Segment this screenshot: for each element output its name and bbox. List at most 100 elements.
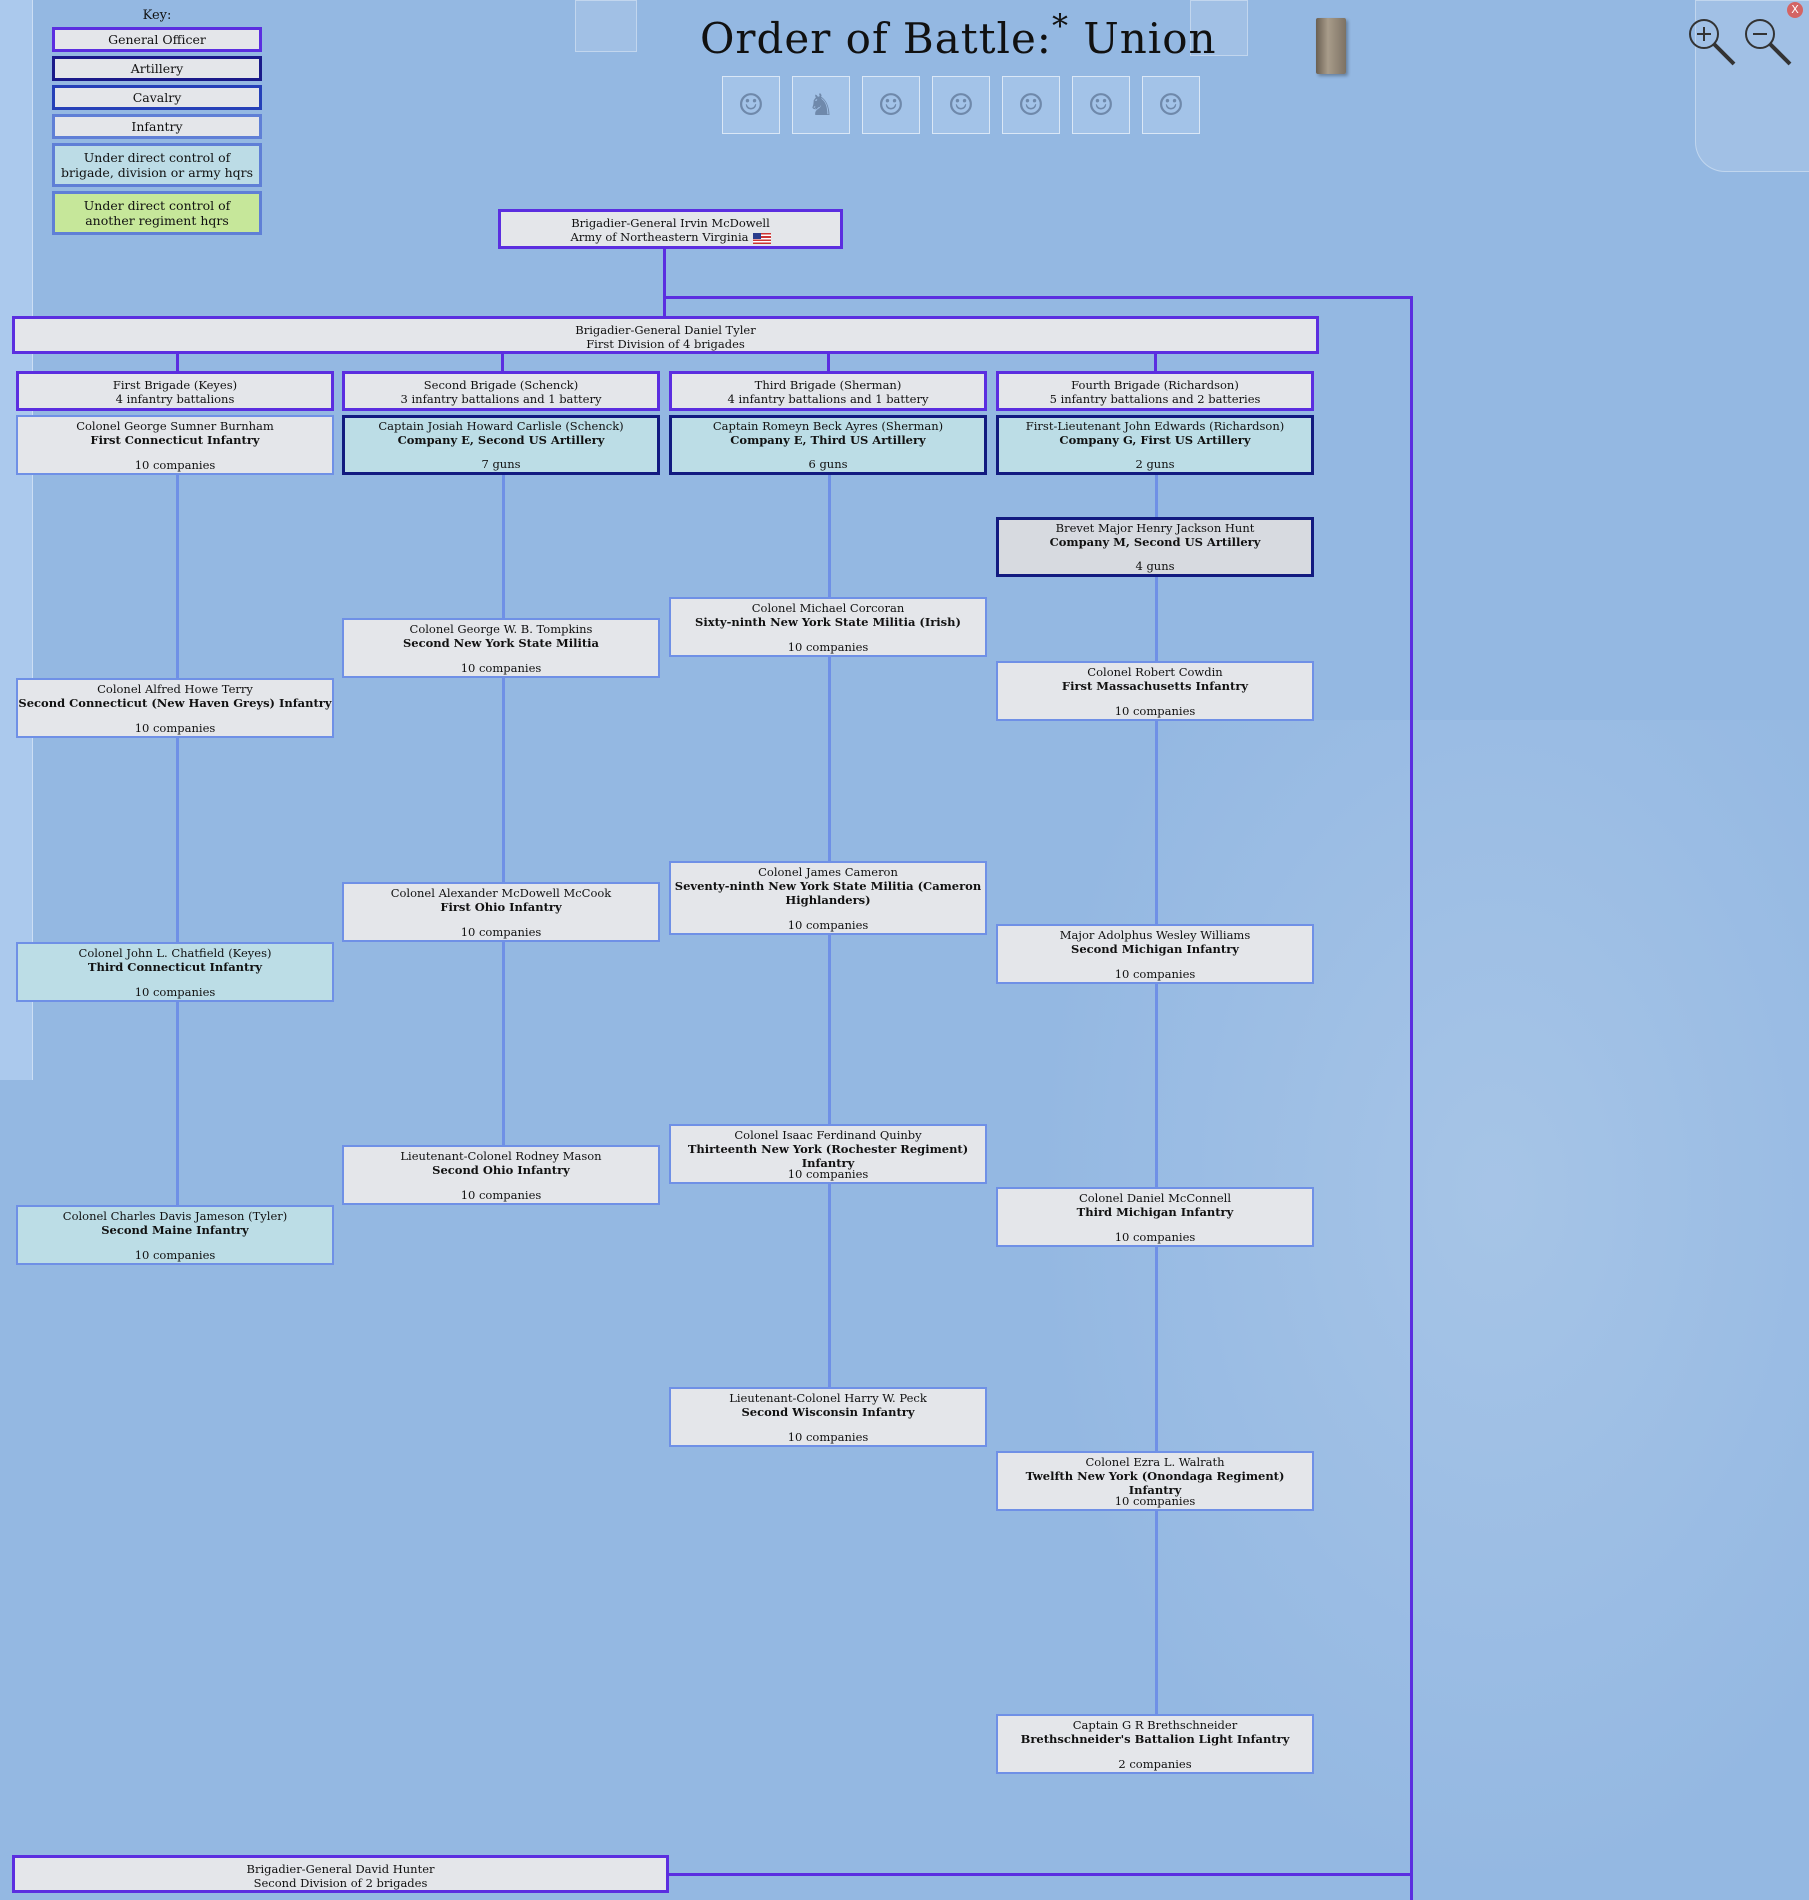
portrait-strip: ☺ ♞ ☺ ☺ ☺ ☺ ☺ — [722, 76, 1200, 134]
unit-size: 2 guns — [1135, 457, 1175, 471]
unit-name: Company M, Second US Artillery — [1049, 535, 1261, 549]
unit-name: Third Michigan Infantry — [1076, 1205, 1234, 1219]
portrait-thumbnail[interactable]: ☺ — [1002, 76, 1060, 134]
regiment-box[interactable]: Lieutenant-Colonel Rodney Mason Second O… — [342, 1145, 660, 1205]
regiment-box[interactable]: Colonel George Sumner Burnham First Conn… — [16, 415, 334, 475]
portrait-thumbnail[interactable]: ♞ — [792, 76, 850, 134]
key-general-officer: General Officer — [52, 27, 262, 52]
connector-line — [663, 247, 666, 317]
officer-name: Colonel Charles Davis Jameson (Tyler) — [62, 1209, 288, 1223]
portrait-thumbnail[interactable]: ☺ — [722, 76, 780, 134]
regiment-box[interactable]: Colonel Alexander McDowell McCook First … — [342, 882, 660, 942]
page-title: Order of Battle:* Union — [700, 7, 1217, 63]
division-commander-box[interactable]: Brigadier-General David Hunter Second Di… — [12, 1855, 669, 1893]
regiment-box[interactable]: Colonel Ezra L. Walrath Twelfth New York… — [996, 1451, 1314, 1511]
division-commander-box[interactable]: Brigadier-General Daniel Tyler First Div… — [12, 316, 1319, 354]
regiment-box[interactable]: Colonel John L. Chatfield (Keyes) Third … — [16, 942, 334, 1002]
regiment-box[interactable]: Colonel James Cameron Seventy-ninth New … — [669, 861, 987, 935]
portrait-thumbnail[interactable]: ☺ — [932, 76, 990, 134]
officer-name: Colonel John L. Chatfield (Keyes) — [78, 946, 272, 960]
close-button[interactable]: X — [1787, 2, 1803, 18]
unit-name: Second Wisconsin Infantry — [741, 1405, 915, 1419]
left-side-panel — [0, 0, 33, 1080]
unit-size: 10 companies — [787, 918, 869, 932]
officer-name: Colonel Daniel McConnell — [1078, 1191, 1232, 1205]
battery-box[interactable]: Captain Romeyn Beck Ayres (Sherman) Comp… — [669, 415, 987, 475]
column-connector-line — [502, 470, 505, 1146]
key-brigade-control: Under direct control of brigade, divisio… — [52, 143, 262, 187]
connector-line — [663, 296, 1413, 299]
regiment-box[interactable]: Lieutenant-Colonel Harry W. Peck Second … — [669, 1387, 987, 1447]
regiment-box[interactable]: Colonel Robert Cowdin First Massachusett… — [996, 661, 1314, 721]
battery-box[interactable]: First-Lieutenant John Edwards (Richardso… — [996, 415, 1314, 475]
key-cavalry: Cavalry — [52, 85, 262, 110]
background-ghost-panel — [1695, 0, 1809, 172]
brigade-strength: 4 infantry battalions and 1 battery — [727, 392, 929, 406]
unit-name: Army of Northeastern Virginia — [501, 230, 840, 244]
brigade-box[interactable]: Third Brigade (Sherman) 4 infantry batta… — [669, 371, 987, 411]
officer-name: Captain Josiah Howard Carlisle (Schenck) — [378, 419, 624, 433]
unit-name: Thirteenth New York (Rochester Regiment)… — [687, 1142, 969, 1170]
regiment-box[interactable]: Colonel Daniel McConnell Third Michigan … — [996, 1187, 1314, 1247]
regiment-box[interactable]: Colonel Michael Corcoran Sixty-ninth New… — [669, 597, 987, 657]
zoom-in-icon[interactable] — [1684, 14, 1738, 68]
regiment-box[interactable]: Colonel Alfred Howe Terry Second Connect… — [16, 678, 334, 738]
connector-line — [501, 352, 504, 372]
battery-box[interactable]: Brevet Major Henry Jackson Hunt Company … — [996, 517, 1314, 577]
background-ghost-icon — [575, 0, 637, 52]
brigade-name: Second Brigade (Schenck) — [423, 378, 579, 392]
officer-name: Colonel Ezra L. Walrath — [1085, 1455, 1225, 1469]
regiment-box[interactable]: Major Adolphus Wesley Williams Second Mi… — [996, 924, 1314, 984]
unit-name: Third Connecticut Infantry — [87, 960, 263, 974]
connector-line — [176, 352, 179, 372]
unit-size: 10 companies — [460, 661, 542, 675]
brigade-name: First Brigade (Keyes) — [112, 378, 238, 392]
officer-name: Colonel George W. B. Tompkins — [409, 622, 593, 636]
brigade-box[interactable]: First Brigade (Keyes) 4 infantry battali… — [16, 371, 334, 411]
unit-size: 2 companies — [1118, 1757, 1192, 1771]
unit-size: 10 companies — [1114, 704, 1196, 718]
regiment-box[interactable]: Captain G R Brethschneider Brethschneide… — [996, 1714, 1314, 1774]
brigade-box[interactable]: Fourth Brigade (Richardson) 5 infantry b… — [996, 371, 1314, 411]
unit-size: 10 companies — [134, 721, 216, 735]
officer-name: Colonel Michael Corcoran — [751, 601, 905, 615]
unit-name: Company E, Third US Artillery — [730, 433, 926, 447]
unit-name: Second Michigan Infantry — [1071, 942, 1239, 956]
unit-size: 6 guns — [808, 457, 848, 471]
book-icon[interactable] — [1316, 18, 1346, 74]
officer-name: Lieutenant-Colonel Harry W. Peck — [729, 1391, 927, 1405]
regiment-box[interactable]: Colonel Isaac Ferdinand Quinby Thirteent… — [669, 1124, 987, 1184]
officer-name: Brigadier-General Daniel Tyler — [575, 323, 756, 337]
legend-key: Key: General Officer Artillery Cavalry I… — [52, 8, 262, 239]
unit-name: Sixty-ninth New York State Militia (Iris… — [695, 615, 961, 629]
connector-line — [1410, 296, 1413, 1900]
portrait-thumbnail[interactable]: ☺ — [1142, 76, 1200, 134]
unit-name: Second Maine Infantry — [101, 1223, 249, 1237]
unit-name: Second New York State Militia — [402, 636, 599, 650]
brigade-name: Third Brigade (Sherman) — [754, 378, 902, 392]
key-artillery: Artillery — [52, 56, 262, 81]
connector-line — [827, 352, 830, 372]
key-title: Key: — [142, 8, 172, 23]
unit-size: 10 companies — [134, 458, 216, 472]
unit-size: 10 companies — [787, 1430, 869, 1444]
zoom-out-icon[interactable] — [1740, 14, 1794, 68]
unit-name: Twelfth New York (Onondaga Regiment) Inf… — [1025, 1469, 1285, 1497]
regiment-box[interactable]: Colonel George W. B. Tompkins Second New… — [342, 618, 660, 678]
brigade-name: Fourth Brigade (Richardson) — [1071, 378, 1239, 392]
officer-name: Colonel Robert Cowdin — [1087, 665, 1223, 679]
unit-size: 10 companies — [1114, 1230, 1196, 1244]
battery-box[interactable]: Captain Josiah Howard Carlisle (Schenck)… — [342, 415, 660, 475]
officer-name: Colonel James Cameron — [758, 865, 898, 879]
portrait-thumbnail[interactable]: ☺ — [862, 76, 920, 134]
regiment-box[interactable]: Colonel Charles Davis Jameson (Tyler) Se… — [16, 1205, 334, 1265]
army-commander-box[interactable]: Brigadier-General Irvin McDowell Army of… — [498, 209, 843, 249]
unit-name: First Division of 4 brigades — [586, 337, 745, 351]
unit-size: 4 guns — [1135, 559, 1175, 573]
brigade-box[interactable]: Second Brigade (Schenck) 3 infantry batt… — [342, 371, 660, 411]
portrait-thumbnail[interactable]: ☺ — [1072, 76, 1130, 134]
connector-line — [1154, 352, 1157, 372]
officer-name: Captain Romeyn Beck Ayres (Sherman) — [712, 419, 944, 433]
connector-line — [666, 1873, 1413, 1876]
officer-name: Colonel Alexander McDowell McCook — [390, 886, 612, 900]
